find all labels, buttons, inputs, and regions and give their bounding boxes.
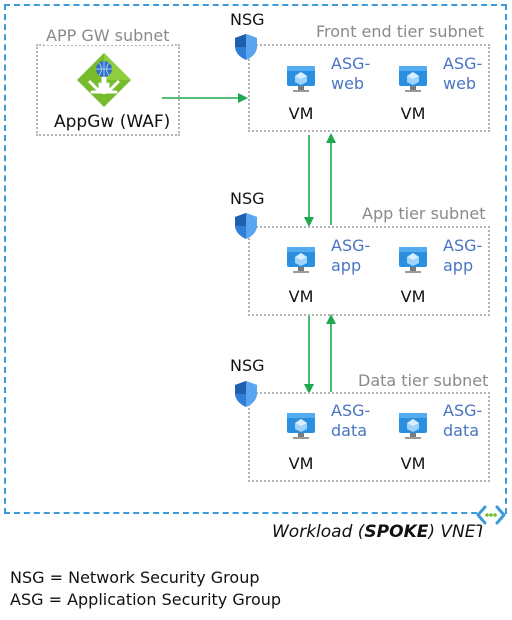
legend-nsg: NSG = Network Security Group bbox=[10, 568, 260, 587]
asg-label: ASG-web bbox=[331, 54, 371, 93]
vm-label: VM bbox=[400, 287, 426, 306]
asg-label: ASG-data bbox=[443, 401, 483, 440]
asg-label: ASG-app bbox=[443, 236, 483, 275]
vm-label: VM bbox=[400, 454, 426, 473]
nsg-label: NSG bbox=[230, 10, 265, 29]
nsg-label: NSG bbox=[230, 356, 265, 375]
asg-label: ASG-app bbox=[331, 236, 371, 275]
appgw-label: AppGw (WAF) bbox=[54, 112, 171, 132]
asg-label: ASG-data bbox=[331, 401, 371, 440]
vm-label: VM bbox=[288, 287, 314, 306]
legend-asg: ASG = Application Security Group bbox=[10, 590, 282, 609]
vnet-label: Workload (SPOKE) VNET bbox=[272, 522, 486, 542]
appgw-subnet-title: APP GW subnet bbox=[44, 26, 172, 45]
app-subnet-title: App tier subnet bbox=[360, 204, 488, 223]
vm-label: VM bbox=[288, 104, 314, 123]
app-subnet-box bbox=[248, 226, 490, 316]
data-subnet-title: Data tier subnet bbox=[356, 371, 491, 390]
data-subnet-box bbox=[248, 392, 490, 482]
vm-label: VM bbox=[288, 454, 314, 473]
asg-label: ASG-web bbox=[443, 54, 483, 93]
vnet-boundary bbox=[4, 4, 507, 514]
vm-label: VM bbox=[400, 104, 426, 123]
frontend-subnet-title: Front end tier subnet bbox=[314, 22, 486, 41]
appgw-subnet-box bbox=[36, 44, 180, 136]
nsg-label: NSG bbox=[230, 189, 265, 208]
frontend-subnet-box bbox=[248, 44, 490, 132]
